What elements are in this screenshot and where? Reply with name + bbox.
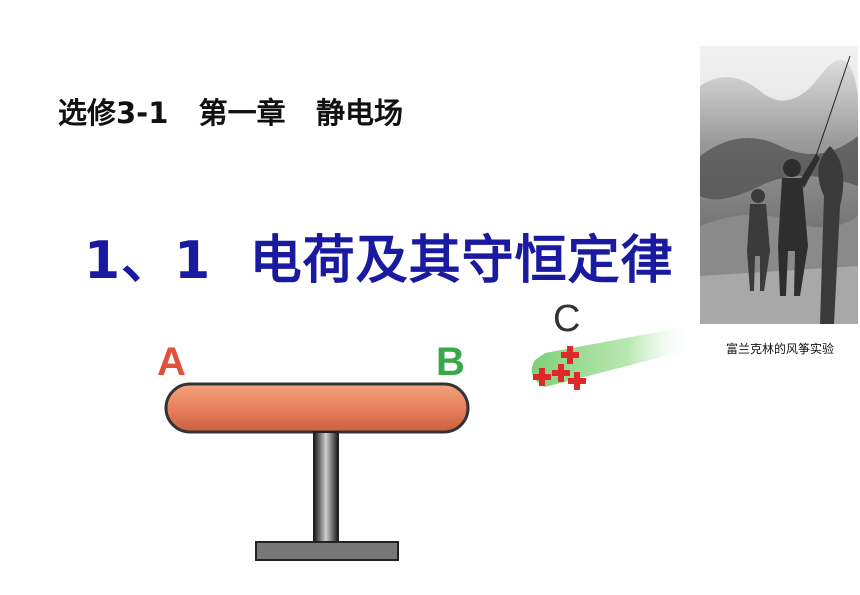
conductor-ab (164, 382, 470, 434)
figure-son (747, 189, 770, 291)
franklin-kite-photo (700, 46, 858, 324)
photo-caption: 富兰克林的风筝实验 (726, 342, 835, 356)
stand-base (255, 541, 399, 561)
plus-sign (561, 346, 579, 364)
rod-body (531, 327, 693, 387)
conductor-apparatus (164, 382, 470, 561)
charged-rod-c (531, 327, 693, 390)
label-a: A (157, 340, 186, 384)
positive-charges (533, 346, 586, 390)
label-b: B (436, 340, 465, 384)
plus-sign (568, 372, 586, 390)
slide-subtitle: 选修3-1 第一章 静电场 (58, 96, 403, 130)
label-c: C (553, 298, 581, 340)
slide-title: 1、1 电荷及其守恒定律 (84, 231, 674, 291)
plus-sign (533, 368, 551, 386)
insulating-post (313, 431, 339, 545)
figure-franklin (778, 154, 820, 296)
plus-sign (552, 364, 570, 382)
